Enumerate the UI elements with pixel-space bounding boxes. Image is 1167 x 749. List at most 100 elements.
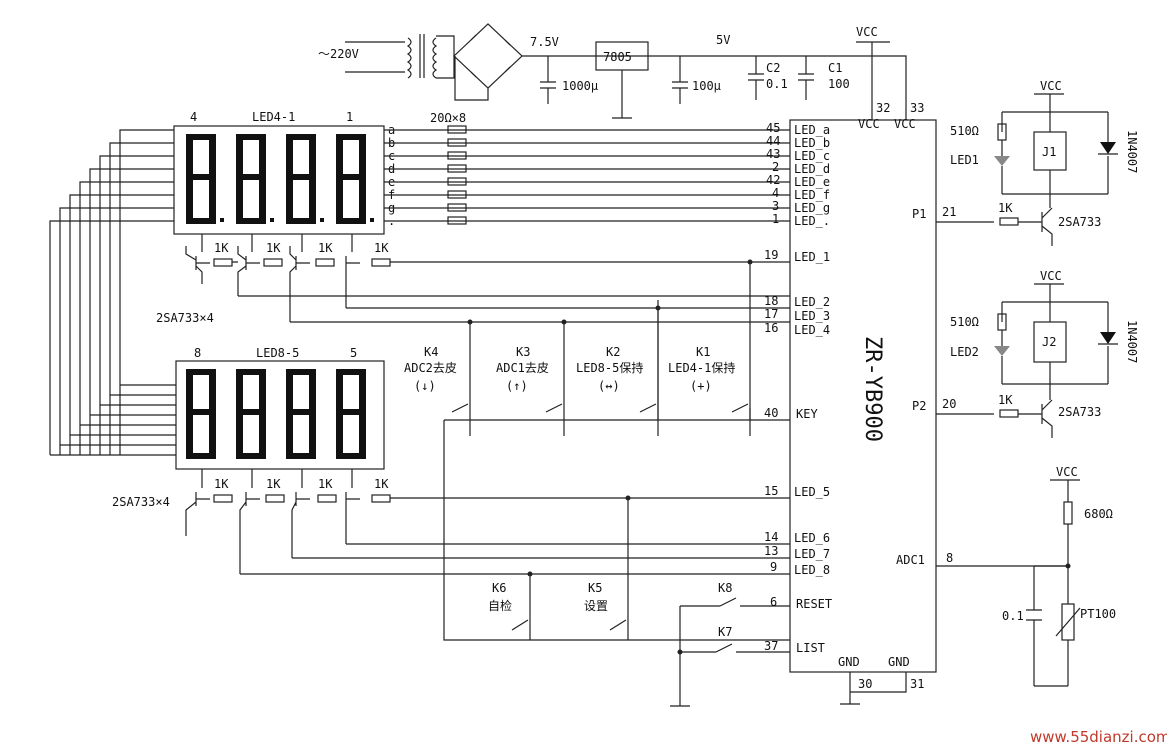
svg-text:VCC: VCC	[1040, 79, 1062, 93]
svg-text:680Ω: 680Ω	[1084, 507, 1113, 521]
svg-text:K5: K5	[588, 581, 602, 595]
svg-text:32: 32	[876, 101, 890, 115]
svg-text:44: 44	[766, 134, 780, 148]
svg-text:K2: K2	[606, 345, 620, 359]
key-k1[interactable]: K1 LED4-1保持 (+)	[668, 345, 735, 393]
svg-text:GND: GND	[838, 655, 860, 669]
svg-text:LED4-1保持: LED4-1保持	[668, 360, 735, 375]
regulator-label: 7805	[603, 50, 632, 64]
svg-text:PT100: PT100	[1080, 607, 1116, 621]
bottom-display-frame	[175, 360, 385, 470]
svg-text:LED_f: LED_f	[794, 188, 830, 202]
display-bottom: 8 LED8-5 5 1K 1K 1K 1K 2SA733×4	[112, 346, 790, 575]
transformer	[406, 34, 438, 79]
key-k2[interactable]: K2 LED8-5保持 (↔)	[576, 345, 643, 393]
c1-value: 100	[828, 77, 850, 91]
svg-text:VCC: VCC	[1056, 465, 1078, 479]
bottom-display-name: LED8-5	[256, 346, 299, 360]
keys: K4 ADC2去皮 (↓) K3 ADC1去皮 (↑) K2 LED8-5保持 …	[404, 262, 790, 707]
svg-text:6: 6	[770, 595, 777, 609]
svg-text:J1: J1	[1042, 145, 1056, 159]
bottom-digits	[186, 369, 366, 459]
segment-resistors	[447, 125, 467, 225]
svg-text:K6: K6	[492, 581, 506, 595]
svg-text:ADC1: ADC1	[896, 553, 925, 567]
svg-text:2SA733: 2SA733	[1058, 405, 1101, 419]
r1k-bot-3: 1K	[318, 477, 333, 491]
r1k-top-3: 1K	[318, 241, 333, 255]
svg-text:9: 9	[770, 560, 777, 574]
relay-2-circuit: VCC 510Ω LED2 J2 1N4007 1K 2SA733	[950, 269, 1139, 438]
key-k8[interactable]: K8	[718, 581, 732, 595]
svg-text:LED_1: LED_1	[794, 250, 830, 264]
svg-text:LED_.: LED_.	[794, 214, 830, 228]
svg-text:15: 15	[764, 484, 778, 498]
svg-text:(↓): (↓)	[414, 379, 436, 393]
pt100-sensor-circuit: VCC 680Ω 0.1 PT100	[1002, 465, 1116, 687]
relay-1-circuit: VCC 510Ω LED1 J1 1N4007 1K 2SA733	[950, 79, 1139, 246]
svg-text:1N4007: 1N4007	[1125, 130, 1139, 173]
svg-text:1K: 1K	[998, 201, 1013, 215]
top-display-name: LED4-1	[252, 110, 295, 124]
svg-text:LED_a: LED_a	[794, 123, 830, 137]
cap-1000u-label: 1000μ	[562, 79, 598, 93]
svg-text:RESET: RESET	[796, 597, 832, 611]
svg-text:K4: K4	[424, 345, 438, 359]
chip-name: ZR-YB900	[860, 336, 885, 442]
display-top: 4 LED4-1 1 20Ω×8 a b c d e f g .	[49, 110, 790, 456]
svg-text:1: 1	[772, 212, 779, 226]
svg-text:ADC1去皮: ADC1去皮	[496, 361, 549, 375]
top-display-frame	[173, 125, 385, 235]
svg-text:19: 19	[764, 248, 778, 262]
relay-j1	[1033, 131, 1067, 171]
rectified-voltage-label: 7.5V	[530, 35, 559, 49]
svg-text:30: 30	[858, 677, 872, 691]
svg-text:0.1: 0.1	[1002, 609, 1024, 623]
svg-text:自检: 自检	[488, 598, 512, 613]
key-k5[interactable]: K5 设置	[584, 581, 608, 613]
r1k-top-2: 1K	[266, 241, 281, 255]
svg-text:14: 14	[764, 530, 778, 544]
output-voltage-label: 5V	[716, 33, 730, 47]
ac-input-label: ～220V	[318, 47, 359, 61]
svg-text:31: 31	[910, 677, 924, 691]
svg-text:45: 45	[766, 121, 780, 135]
key-k7[interactable]: K7	[718, 625, 732, 639]
bridge-rectifier	[453, 23, 523, 89]
top-digits	[186, 134, 374, 224]
svg-text:1N4007: 1N4007	[1125, 320, 1139, 363]
svg-text:P1: P1	[912, 207, 926, 221]
svg-text:LED_d: LED_d	[794, 162, 830, 176]
svg-text:40: 40	[764, 406, 778, 420]
key-k6[interactable]: K6 自检	[488, 581, 512, 613]
cap-100u-label: 100μ	[692, 79, 721, 93]
svg-text:LED_5: LED_5	[794, 485, 830, 499]
key-k4[interactable]: K4 ADC2去皮 (↓)	[404, 345, 457, 393]
key-k3[interactable]: K3 ADC1去皮 (↑)	[496, 345, 549, 393]
svg-text:8: 8	[946, 551, 953, 565]
svg-text:LIST: LIST	[796, 641, 825, 655]
c2-name: C2	[766, 61, 780, 75]
svg-text:P2: P2	[912, 399, 926, 413]
top-digit-left: 4	[190, 110, 197, 124]
svg-text:LED_b: LED_b	[794, 136, 830, 150]
svg-text:LED_8: LED_8	[794, 563, 830, 577]
svg-text:LED8-5保持: LED8-5保持	[576, 360, 643, 375]
bottom-driver-transistors	[185, 469, 391, 574]
svg-text:LED_2: LED_2	[794, 295, 830, 309]
segment-labels: a b c d e f g .	[388, 123, 395, 228]
svg-text:LED_g: LED_g	[794, 201, 830, 215]
r1k-bot-1: 1K	[214, 477, 229, 491]
r1k-top-1: 1K	[214, 241, 229, 255]
svg-text:(↑): (↑)	[506, 379, 528, 393]
svg-text:LED_e: LED_e	[794, 175, 830, 189]
bottom-digit-left: 8	[194, 346, 201, 360]
svg-text:VCC: VCC	[894, 117, 916, 131]
svg-text:1K: 1K	[998, 393, 1013, 407]
top-transistor-label: 2SA733×4	[156, 311, 214, 325]
resistor-array-label: 20Ω×8	[430, 111, 466, 125]
svg-text:K7: K7	[718, 625, 732, 639]
